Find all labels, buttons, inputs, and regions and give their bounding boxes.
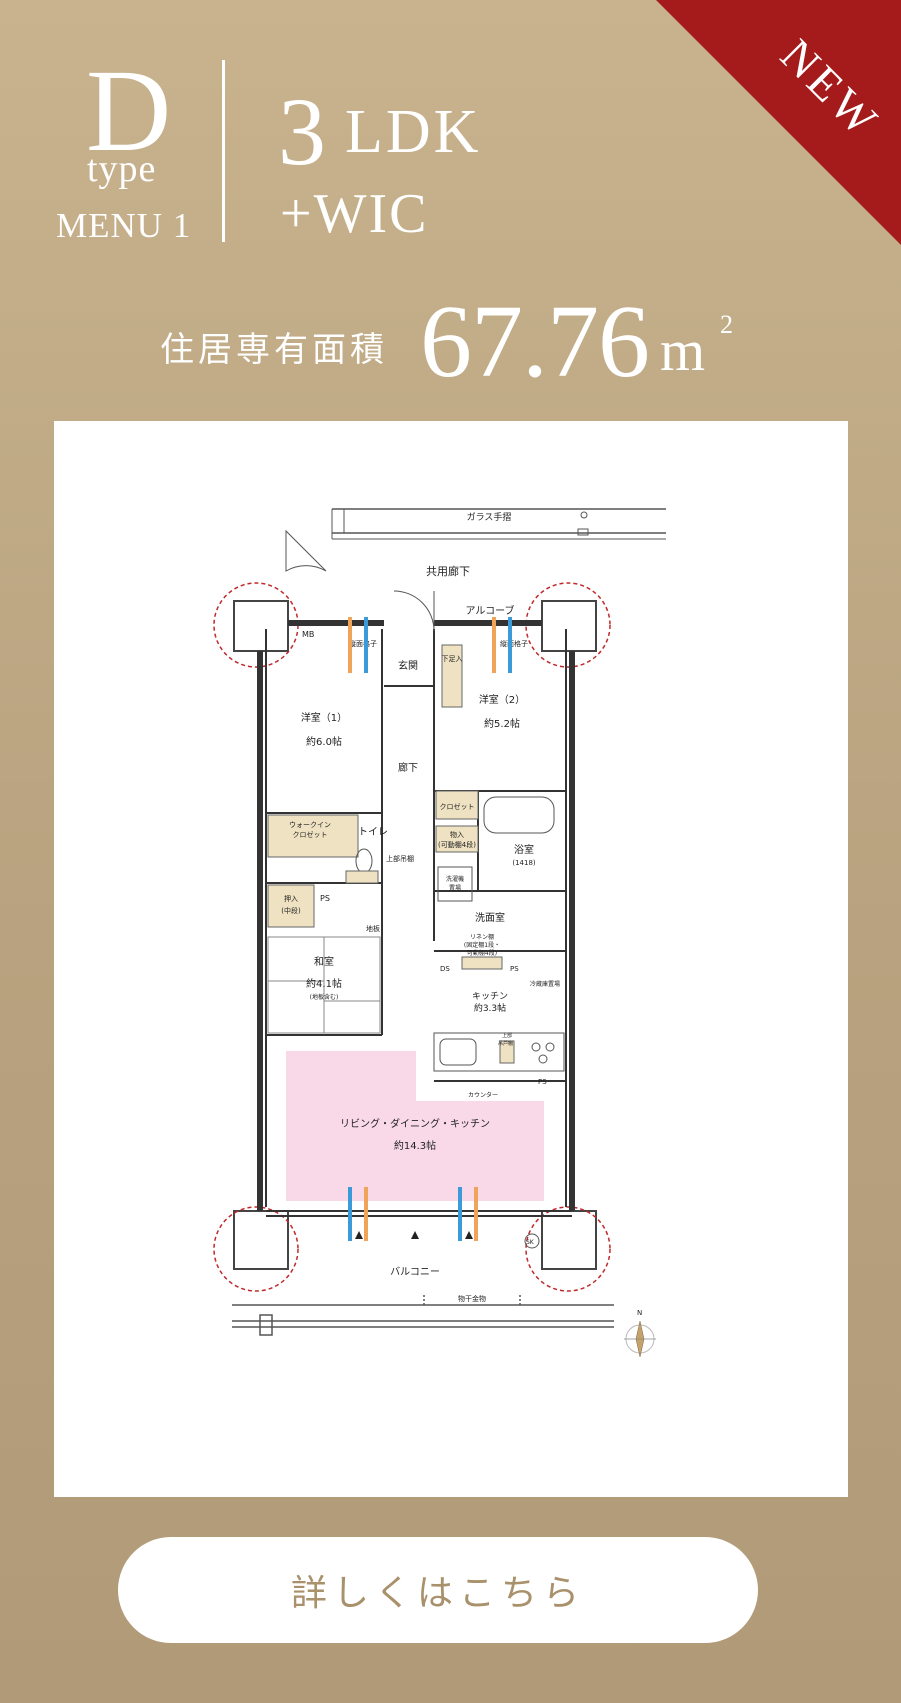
room1-name: 洋室（1） xyxy=(301,711,347,724)
drying-hardware-label: 物干金物 xyxy=(458,1294,486,1303)
plan-ldk: LDK xyxy=(345,98,482,166)
plan-extra: +WIC xyxy=(280,183,429,245)
area-label: 住居専有面積 xyxy=(160,330,388,370)
storage-shelf xyxy=(435,825,479,853)
type-letter: D xyxy=(86,45,172,176)
storage-shelf-line2: (可動棚4段) xyxy=(438,840,476,849)
toilet-label: トイレ xyxy=(358,827,388,838)
room2-size: 約5.2帖 xyxy=(484,717,520,730)
oshiire-line2: (中段) xyxy=(281,906,301,915)
sink xyxy=(439,1038,477,1066)
upper-cabinet-line2: 吊戸棚 xyxy=(498,1040,513,1047)
japanese-room-name: 和室 xyxy=(314,955,334,968)
balcony-label: バルコニー xyxy=(390,1266,440,1278)
counter-label: カウンター xyxy=(468,1091,498,1099)
ldk-size: 約14.3帖 xyxy=(394,1139,436,1152)
washroom-label: 洗面室 xyxy=(475,911,505,924)
new-ribbon xyxy=(656,0,901,245)
mb-label: MB xyxy=(302,630,314,639)
type-word: type xyxy=(87,148,157,190)
tatami xyxy=(267,936,381,1034)
vent-arrows-bottom xyxy=(348,1187,478,1241)
ps-label-2: PS xyxy=(510,965,519,973)
floorplan-panel: ガラス手摺 共用廊下 アルコーブ xyxy=(54,421,848,1497)
header-divider xyxy=(222,60,225,242)
details-button-label: 詳しくはこちら xyxy=(290,1573,585,1614)
wic-label-line1: ウォークイン xyxy=(289,821,331,829)
laundry-space xyxy=(437,866,473,902)
linen-line2: (固定棚1段・ xyxy=(464,941,500,949)
ldk-highlight-right xyxy=(416,1101,544,1201)
wic-label-line2: クロゼット xyxy=(293,830,328,839)
toilet-shelf-label: 上部吊棚 xyxy=(386,854,414,863)
compass-icon xyxy=(624,1320,656,1358)
oshiire xyxy=(267,884,315,928)
walk-in-closet xyxy=(267,814,359,858)
closet xyxy=(435,790,479,820)
menu-label: MENU 1 xyxy=(56,206,192,245)
linen-shelf xyxy=(461,956,503,970)
entrance-label: 玄関 xyxy=(398,659,418,672)
room1-size: 約6.0帖 xyxy=(306,735,342,748)
laundry-line2: 置場 xyxy=(449,884,461,892)
ds-label: DS xyxy=(440,965,450,973)
ps-label-3: PS xyxy=(538,1078,547,1086)
grille-left-label: 縦面格子 xyxy=(349,639,377,648)
fridge-label: 冷蔵庫置場 xyxy=(530,980,560,988)
plan-room-count: 3 xyxy=(278,78,326,185)
common-corridor-label: 共用廊下 xyxy=(426,564,470,578)
shoe-box-label: 下足入 xyxy=(442,655,463,663)
closet-label: クロゼット xyxy=(440,802,475,811)
grille-right-label: 縦面格子 xyxy=(500,639,528,648)
area-value: 67.76 xyxy=(420,284,650,399)
floorplan-drawing: ガラス手摺 共用廊下 アルコーブ xyxy=(213,508,666,1358)
ldk-highlight-left xyxy=(286,1051,416,1201)
room2-name: 洋室（2） xyxy=(479,693,525,706)
balcony-rail xyxy=(232,1295,614,1336)
laundry-line1: 洗濯機 xyxy=(446,875,464,883)
jibita-label: 地板 xyxy=(366,924,380,933)
bathroom-name: 浴室 xyxy=(514,843,534,856)
ldk-name: リビング・ダイニング・キッチン xyxy=(340,1117,490,1130)
alcove-label: アルコーブ xyxy=(465,604,514,617)
vent-arrows-top xyxy=(348,617,512,673)
linen-line3: 可動棚4段) xyxy=(467,949,497,957)
kitchen-counter xyxy=(433,1032,565,1072)
upper-cabinet-line1: 上部 xyxy=(502,1032,512,1039)
oshiire-line1: 押入 xyxy=(284,894,298,903)
glass-rail xyxy=(331,508,666,540)
kitchen-name: キッチン xyxy=(472,991,508,1002)
japanese-room-note: (地板含む) xyxy=(310,993,339,1001)
ps-label-1: PS xyxy=(320,894,330,903)
area-unit: m xyxy=(660,318,706,383)
corner-columns xyxy=(233,600,597,1270)
linen-line1: リネン棚 xyxy=(470,933,494,941)
storage-shelf-line1: 物入 xyxy=(450,830,464,839)
shoe-box xyxy=(441,644,463,708)
glass-rail-label: ガラス手摺 xyxy=(467,511,512,523)
north-label: N xyxy=(637,1309,642,1317)
hallway-label: 廊下 xyxy=(398,761,418,774)
japanese-room-size: 約4.1帖 xyxy=(306,977,342,990)
kitchen-size: 約3.3帖 xyxy=(474,1002,506,1014)
bathtub xyxy=(483,796,555,834)
details-button[interactable]: 詳しくはこちら xyxy=(118,1537,758,1643)
area-unit-superscript: 2 xyxy=(720,310,733,339)
sk-label: SK xyxy=(526,1239,535,1246)
bathroom-size: (1418) xyxy=(512,859,536,867)
